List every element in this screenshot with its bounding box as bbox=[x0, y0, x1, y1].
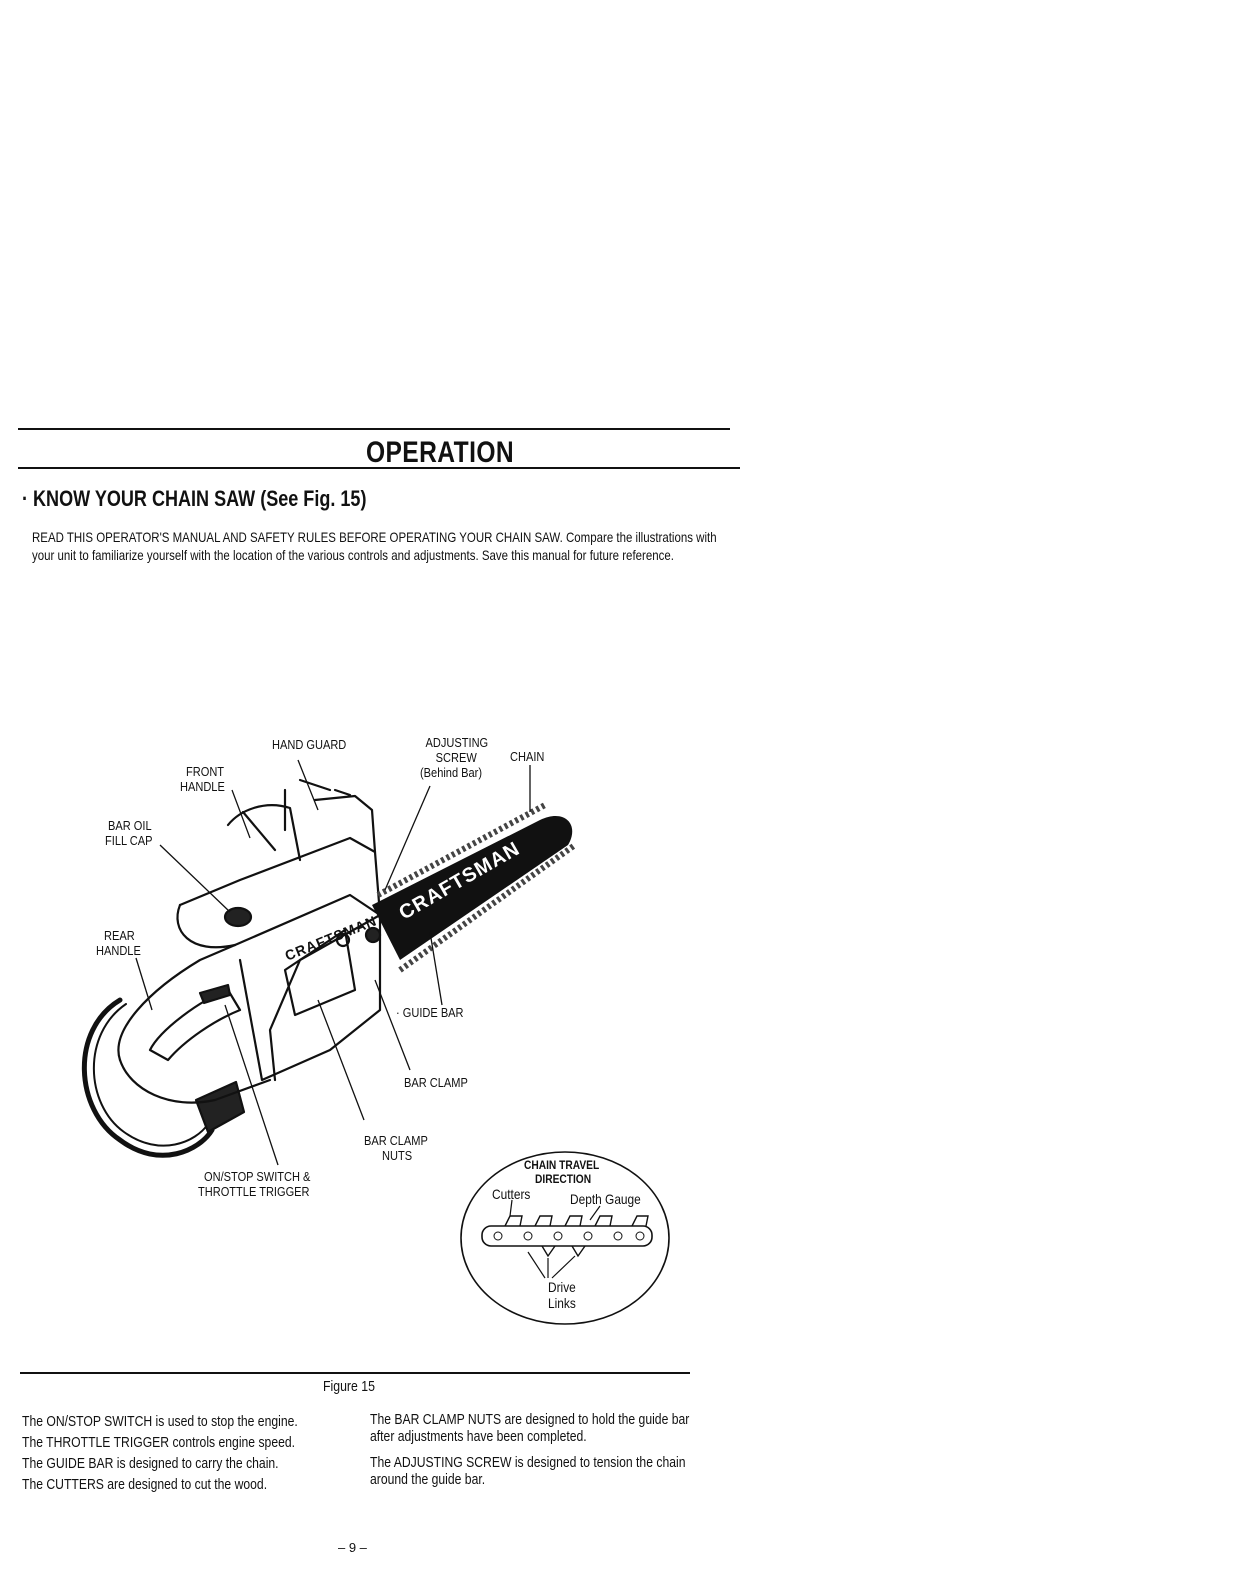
desc-adjusting-screw: The ADJUSTING SCREW is designed to tensi… bbox=[370, 1455, 686, 1488]
guide-bar-shape bbox=[372, 802, 577, 973]
desc-throttle-trigger: The THROTTLE TRIGGER controls engine spe… bbox=[22, 1435, 296, 1451]
descriptions-left: The ON/STOP SWITCH is used to stop the e… bbox=[22, 1412, 341, 1496]
label-guide-bar: · GUIDE BAR bbox=[396, 1005, 464, 1020]
label-front-handle-1: FRONT bbox=[186, 764, 225, 779]
inset-cutters: Cutters bbox=[492, 1186, 531, 1202]
figure-rule bbox=[20, 1372, 690, 1374]
label-bar-clamp: BAR CLAMP bbox=[404, 1075, 468, 1090]
label-rear-handle-1: REAR bbox=[104, 928, 135, 943]
section-title: OPERATION bbox=[365, 436, 515, 469]
label-adjusting-screw-2: SCREW bbox=[435, 750, 477, 765]
desc-cutters: The CUTTERS are designed to cut the wood… bbox=[22, 1477, 268, 1493]
page-number: – 9 – bbox=[338, 1540, 367, 1555]
inset-title-2: DIRECTION bbox=[535, 1172, 592, 1186]
inset-drive-1: Drive bbox=[548, 1279, 576, 1295]
top-rule bbox=[18, 428, 730, 430]
desc-bar-clamp-nuts: The BAR CLAMP NUTS are designed to hold … bbox=[370, 1412, 690, 1445]
figure-caption: Figure 15 bbox=[323, 1378, 375, 1395]
inset-title-1: CHAIN TRAVEL bbox=[524, 1158, 600, 1172]
title-underline bbox=[18, 467, 740, 469]
desc-guide-bar: The GUIDE BAR is designed to carry the c… bbox=[22, 1456, 279, 1472]
inset-drive-2: Links bbox=[548, 1295, 576, 1311]
label-hand-guard: HAND GUARD bbox=[272, 737, 347, 752]
subheading: · KNOW YOUR CHAIN SAW (See Fig. 15) bbox=[22, 486, 367, 511]
label-adjusting-screw-1: ADJUSTING bbox=[425, 735, 489, 750]
inset-depth-gauge: Depth Gauge bbox=[570, 1191, 641, 1207]
label-rear-handle-2: HANDLE bbox=[96, 943, 141, 958]
label-adjusting-screw-3: (Behind Bar) bbox=[420, 765, 483, 780]
label-chain: CHAIN bbox=[510, 749, 545, 764]
label-bar-oil-2: FILL CAP bbox=[105, 833, 153, 848]
label-bar-clamp-nuts-2: NUTS bbox=[382, 1148, 413, 1163]
label-switch-2: THROTTLE TRIGGER bbox=[198, 1184, 310, 1199]
label-bar-clamp-nuts-1: BAR CLAMP bbox=[364, 1133, 428, 1148]
label-front-handle-2: HANDLE bbox=[180, 779, 225, 794]
leader-lines bbox=[135, 759, 531, 1166]
intro-paragraph: READ THIS OPERATOR'S MANUAL AND SAFETY R… bbox=[32, 529, 717, 563]
chain-travel-inset bbox=[460, 1151, 670, 1325]
descriptions-right: The BAR CLAMP NUTS are designed to hold … bbox=[370, 1412, 698, 1489]
label-switch-1: ON/STOP SWITCH & bbox=[204, 1169, 311, 1184]
desc-on-stop-switch: The ON/STOP SWITCH is used to stop the e… bbox=[22, 1414, 298, 1430]
label-bar-oil-1: BAR OIL bbox=[108, 818, 152, 833]
